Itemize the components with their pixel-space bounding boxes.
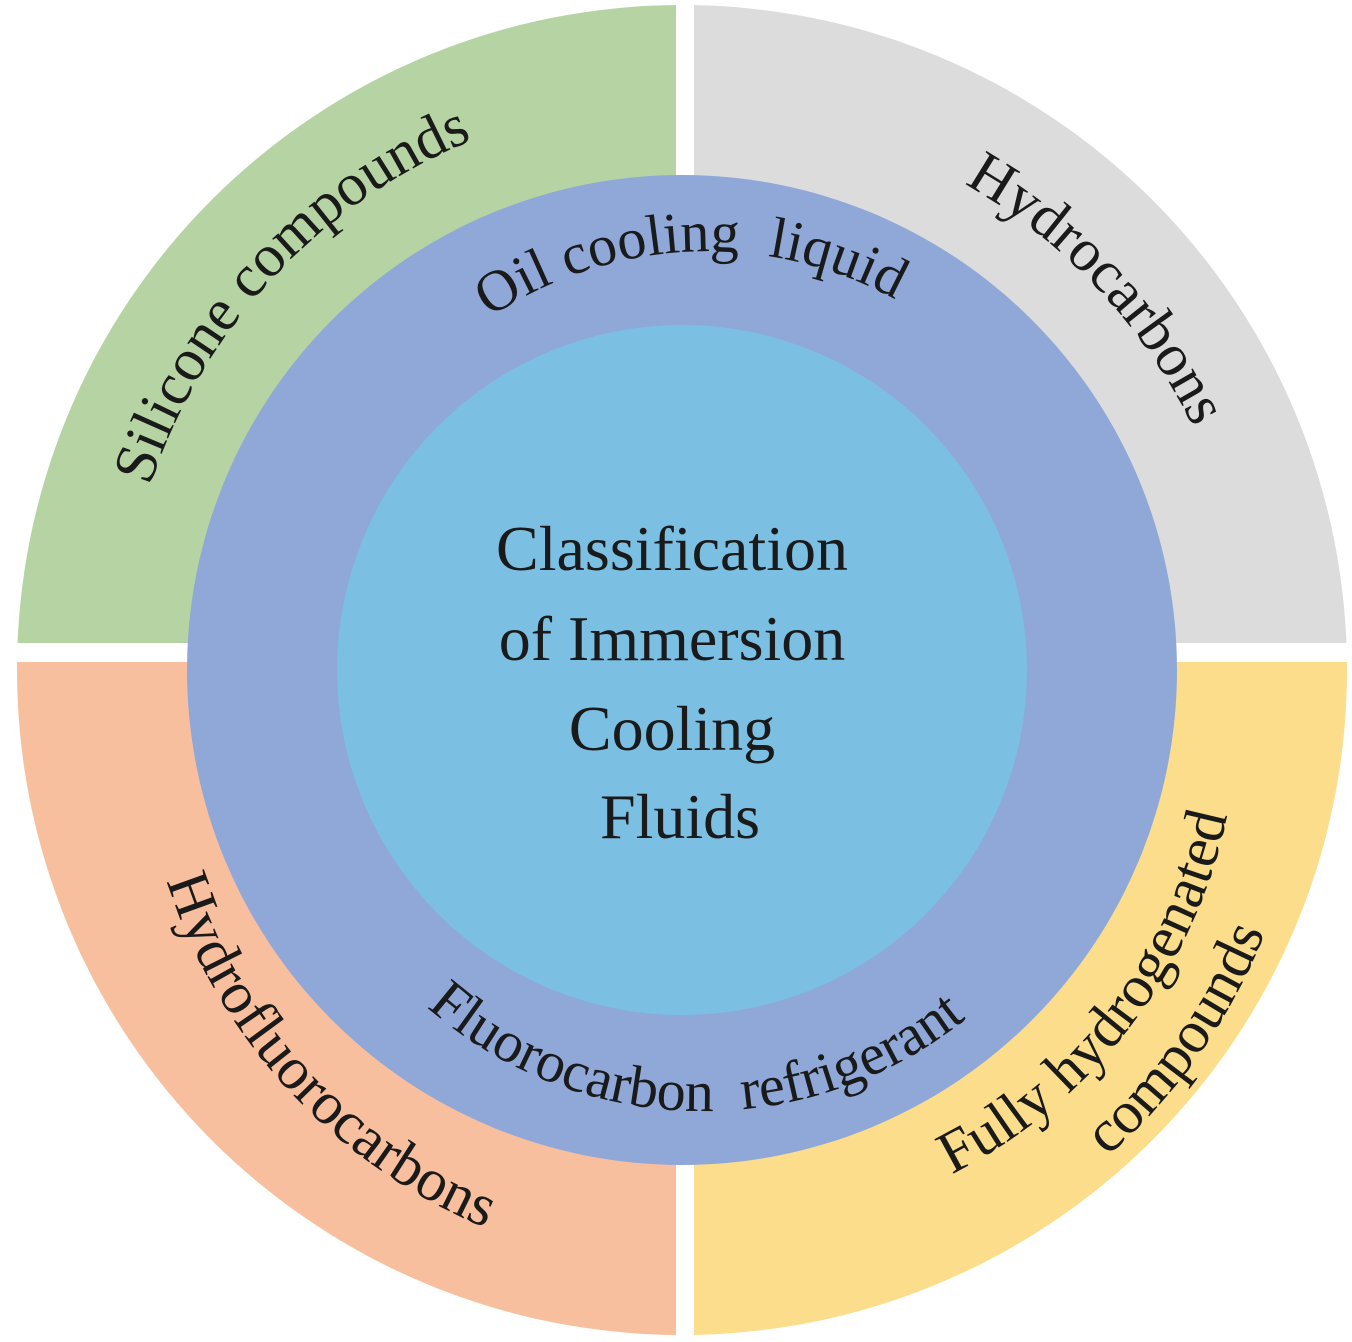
center-title-line-2: of Immersion (499, 603, 846, 674)
center-title-line-3: Cooling (569, 693, 775, 764)
center-title-line-1: Classification (496, 513, 848, 584)
center-title: Classification of Immersion Cooling Flui… (496, 513, 864, 852)
center-title-line-4: Fluids (600, 781, 760, 852)
center-circle (337, 325, 1027, 1015)
